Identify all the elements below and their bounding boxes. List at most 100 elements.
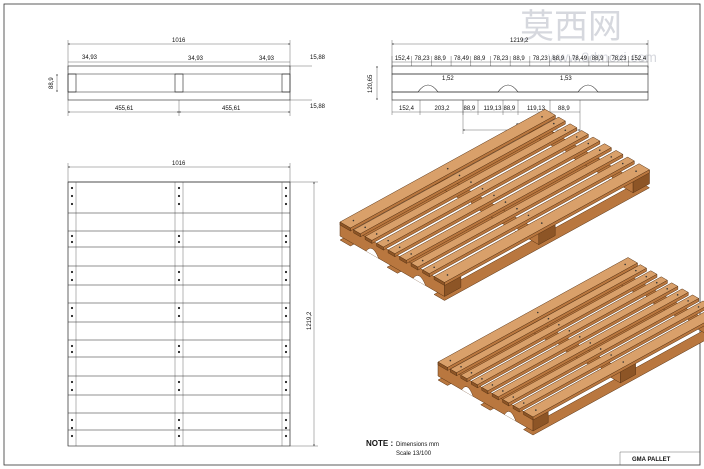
iso-nail	[610, 156, 613, 158]
front-top-dim: 152,4	[395, 56, 411, 62]
nail-mark	[177, 270, 181, 274]
iso-nail	[578, 336, 581, 338]
iso-nail	[645, 275, 648, 278]
iso-nail	[621, 162, 624, 165]
nail-mark	[177, 388, 181, 392]
iso-nail	[666, 287, 668, 290]
iso-notch	[365, 247, 379, 259]
iso-top-board-end	[502, 398, 510, 407]
iso-nail	[697, 306, 700, 308]
iso-top-board-end	[376, 242, 384, 251]
nail-mark	[284, 434, 288, 438]
nail-mark	[284, 186, 288, 190]
iso-nail	[481, 187, 484, 190]
iso-nail	[449, 359, 452, 362]
iso-nail	[535, 409, 537, 411]
nail-mark	[70, 434, 74, 438]
nail-mark	[177, 278, 181, 282]
iso-nail	[522, 402, 525, 404]
side-top-dim-3: 34,93	[259, 56, 275, 62]
watermark: 莫西网 www.3dmoxi.com	[520, 7, 657, 65]
front-top-dim: 152,4	[631, 56, 647, 62]
iso-nail	[622, 361, 625, 363]
side-bottom-dim-1: 455,61	[115, 106, 134, 112]
iso-top-board-end	[364, 236, 373, 244]
iso-top-board-end	[512, 405, 520, 413]
iso-nail	[540, 222, 543, 224]
front-stringer	[391, 73, 649, 93]
iso-nail	[599, 348, 602, 350]
nail-mark	[284, 202, 288, 206]
front-top-deck	[391, 65, 649, 75]
nail-mark	[284, 380, 288, 384]
watermark-chars: 莫西网	[520, 7, 622, 47]
side-view: 1016 34,93 34,93 34,93 88,9 15,88 15,88 …	[49, 38, 326, 116]
front-top-dim: 88,9	[474, 56, 486, 62]
nail-mark	[177, 240, 181, 244]
iso-top-board-end	[471, 380, 478, 389]
front-top-dim: 78,23	[493, 56, 509, 62]
iso-top-board-end	[422, 269, 430, 278]
nail-mark	[70, 388, 74, 392]
iso-nail	[676, 294, 679, 296]
iso-nail	[687, 300, 689, 302]
nail-mark	[284, 234, 288, 238]
iso-nail	[433, 266, 435, 269]
nail-mark	[177, 350, 181, 354]
nail-mark	[70, 202, 74, 206]
title-block-label: GMA PALLET	[632, 457, 671, 463]
nail-mark	[284, 388, 288, 392]
iso-top-board-end	[460, 374, 468, 383]
iso-nail	[446, 167, 449, 170]
nail-mark	[284, 426, 288, 430]
iso-top-board-end	[410, 262, 419, 271]
front-bottom-dim: 119,13	[484, 106, 503, 112]
front-top-dim: 78,23	[415, 56, 431, 62]
iso-nail	[541, 115, 543, 118]
iso-top-board-end	[399, 256, 407, 264]
iso-bottom-board	[522, 329, 704, 436]
front-top-dim: 88,9	[513, 56, 525, 62]
sheet-border	[3, 3, 701, 466]
watermark-url: www.3dmoxi.com	[547, 49, 657, 65]
front-bottom-dim: 88,9	[558, 106, 570, 112]
iso-nail	[527, 214, 530, 217]
note-line-2: Scale 13/100	[396, 451, 432, 457]
nail-mark	[284, 418, 288, 422]
top-view-height: 1219,2	[307, 311, 313, 330]
nail-mark	[177, 380, 181, 384]
nail-mark	[70, 234, 74, 238]
iso-top-board-end	[437, 361, 448, 371]
iso-top-board-end	[481, 386, 489, 395]
side-overall-width: 1016	[172, 38, 186, 44]
iso-nail	[481, 378, 483, 380]
iso-nail	[575, 136, 578, 138]
iso-top-board-end	[339, 221, 351, 232]
iso-nail	[635, 269, 637, 272]
iso-nail	[410, 253, 412, 255]
iso-nail	[352, 219, 355, 222]
front-mid-dim-2: 1,53	[560, 76, 572, 82]
note-title: NOTE :	[366, 439, 393, 448]
front-top-dim: 78,49	[572, 56, 588, 62]
nail-mark	[284, 270, 288, 274]
iso-nail	[568, 329, 571, 332]
iso-nail	[536, 311, 539, 314]
iso-nail	[598, 149, 601, 152]
nail-mark	[284, 240, 288, 244]
nail-mark	[70, 314, 74, 318]
iso-nail	[558, 323, 560, 326]
nail-mark	[284, 306, 288, 310]
nail-mark	[70, 344, 74, 348]
iso-nail	[387, 239, 389, 242]
iso-nail	[564, 129, 567, 132]
side-right-dim-bottom: 15,88	[310, 104, 326, 110]
iso-nail	[635, 170, 637, 173]
nail-mark	[70, 380, 74, 384]
nail-mark	[70, 350, 74, 354]
front-bottom-deck	[391, 91, 649, 101]
nail-mark	[177, 306, 181, 310]
iso-nail	[624, 263, 626, 266]
